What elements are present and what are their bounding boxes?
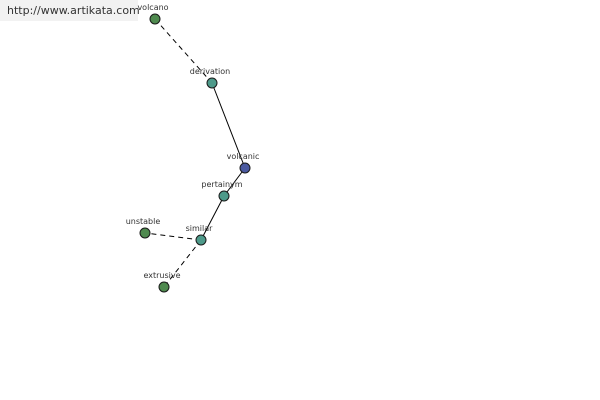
node-circle-derivation[interactable] — [206, 77, 218, 89]
node-derivation[interactable]: derivation — [190, 67, 230, 89]
node-extrusive[interactable]: extrusive — [143, 271, 181, 293]
edge-derivation-volcanic — [211, 82, 246, 169]
edge-pertainym-similar — [200, 195, 225, 241]
node-circle-volcanic[interactable] — [239, 162, 251, 174]
node-volcano[interactable]: volcano — [137, 3, 169, 25]
node-volcanic[interactable]: volcanic — [227, 152, 260, 174]
node-label-unstable: unstable — [126, 217, 161, 226]
node-similar[interactable]: similar — [186, 224, 214, 246]
watermark-url: http://www.artikata.com — [0, 0, 140, 21]
node-circle-pertainym[interactable] — [218, 190, 230, 202]
node-label-extrusive: extrusive — [143, 271, 180, 280]
graph-nodes: volcano derivation volcanic pertainym simila… — [126, 3, 260, 293]
node-circle-extrusive[interactable] — [158, 281, 170, 293]
node-label-pertainym: pertainym — [201, 180, 242, 189]
edge-volcanic-pertainym — [223, 167, 246, 197]
edge-similar-extrusive — [163, 239, 202, 288]
node-label-volcanic: volcanic — [227, 152, 260, 161]
node-label-similar: similar — [186, 224, 214, 233]
node-circle-volcano[interactable] — [149, 13, 161, 25]
edge-similar-unstable — [144, 232, 202, 241]
node-label-derivation: derivation — [190, 67, 230, 76]
node-circle-similar[interactable] — [195, 234, 207, 246]
node-circle-unstable[interactable] — [139, 227, 151, 239]
node-pertainym[interactable]: pertainym — [201, 180, 243, 202]
node-unstable[interactable]: unstable — [126, 217, 161, 239]
node-label-volcano: volcano — [137, 3, 168, 12]
graph-edges — [144, 18, 246, 288]
